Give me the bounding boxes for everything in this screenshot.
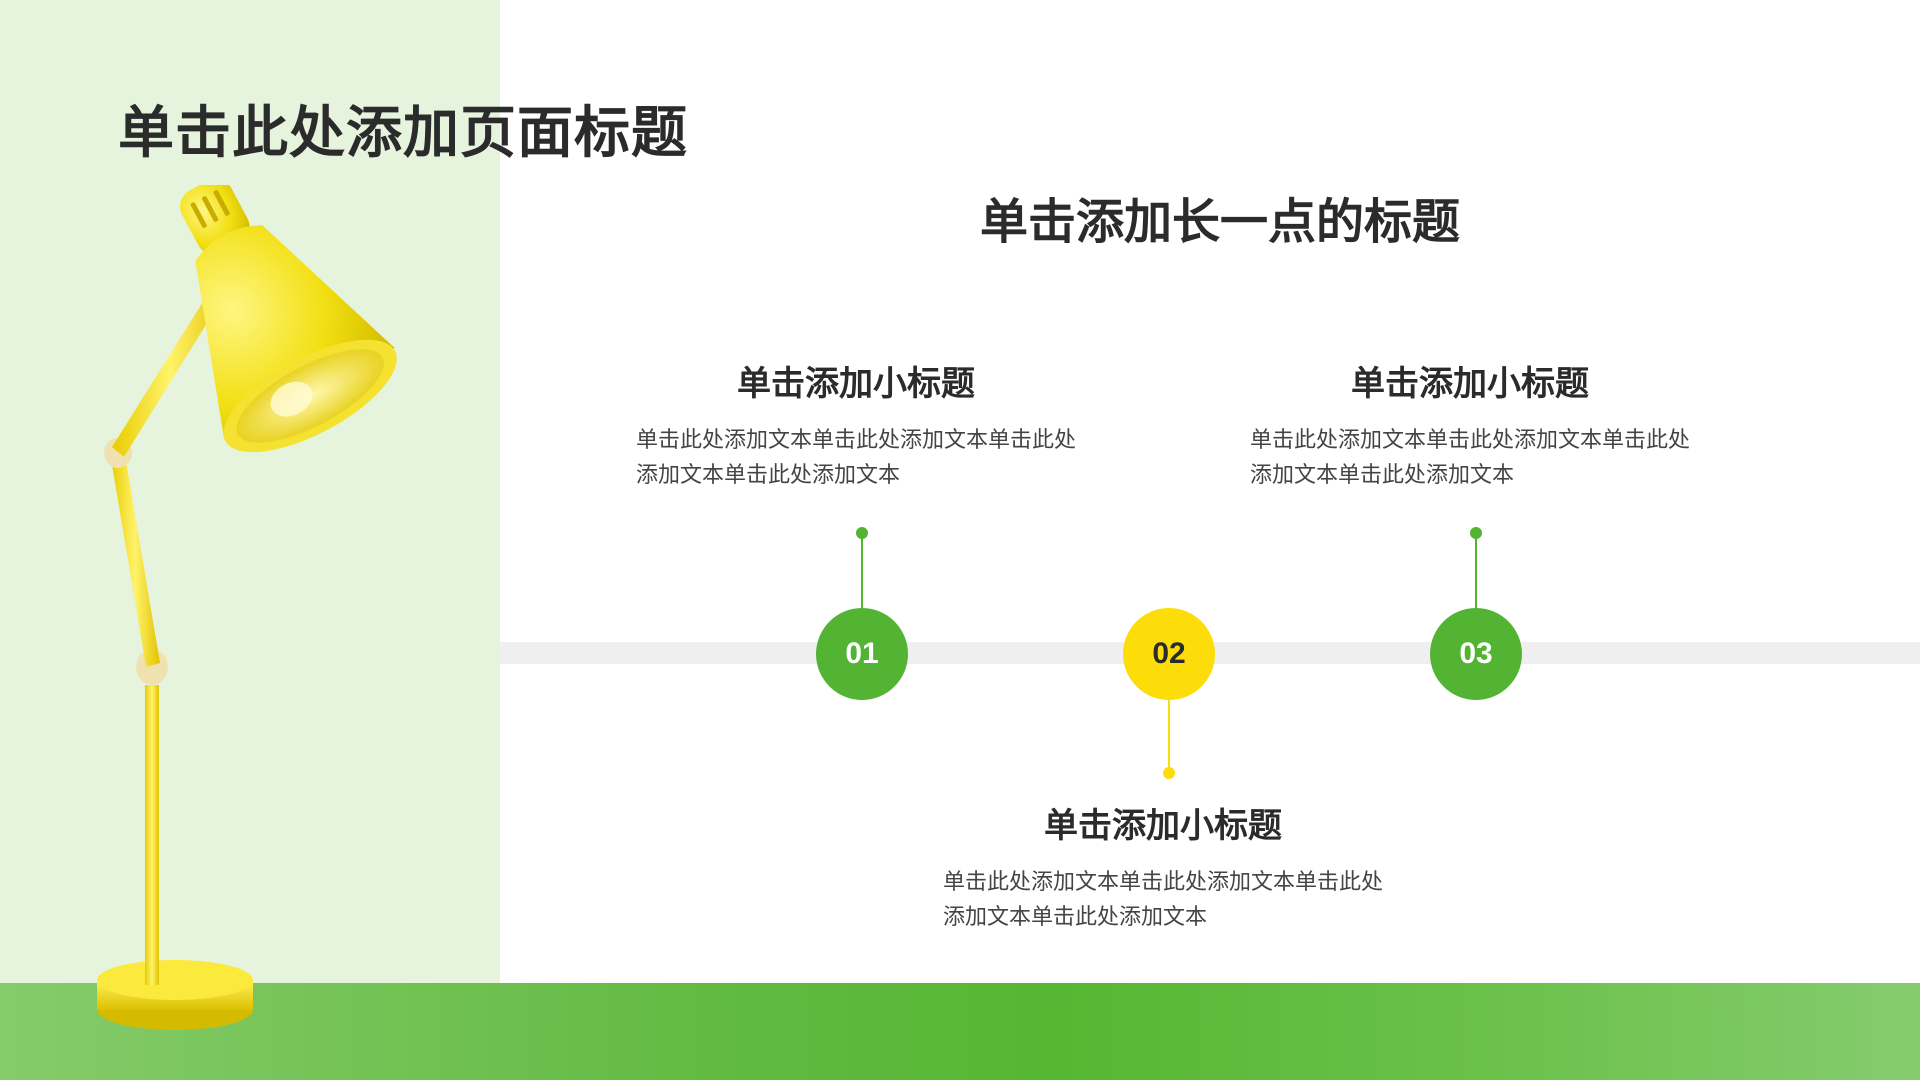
- timeline-item-1-text-block: 单击添加小标题 单击此处添加文本单击此处添加文本单击此处添加文本单击此处添加文本: [636, 356, 1076, 493]
- timeline-item-1-text[interactable]: 单击此处添加文本单击此处添加文本单击此处添加文本单击此处添加文本: [636, 423, 1076, 493]
- timeline-node-3[interactable]: 03: [1430, 608, 1522, 700]
- timeline-item-1-title[interactable]: 单击添加小标题: [636, 356, 1076, 405]
- timeline-item-2-dot: [1163, 767, 1175, 779]
- timeline-item-2-title[interactable]: 单击添加小标题: [943, 798, 1383, 847]
- desk-lamp-image: [90, 185, 420, 1035]
- timeline-node-1[interactable]: 01: [816, 608, 908, 700]
- timeline-item-3-text[interactable]: 单击此处添加文本单击此处添加文本单击此处添加文本单击此处添加文本: [1250, 423, 1690, 493]
- timeline-item-3-text-block: 单击添加小标题 单击此处添加文本单击此处添加文本单击此处添加文本单击此处添加文本: [1250, 356, 1690, 493]
- timeline-node-2[interactable]: 02: [1123, 608, 1215, 700]
- timeline-item-2-text-block: 单击添加小标题 单击此处添加文本单击此处添加文本单击此处添加文本单击此处添加文本: [943, 798, 1383, 935]
- timeline-item-3-connector: [1475, 533, 1477, 608]
- page-title[interactable]: 单击此处添加页面标题: [118, 88, 688, 169]
- timeline-item-2-connector: [1168, 700, 1170, 772]
- timeline-item-3-title[interactable]: 单击添加小标题: [1250, 356, 1690, 405]
- main-title[interactable]: 单击添加长一点的标题: [840, 182, 1600, 252]
- timeline-item-2-text[interactable]: 单击此处添加文本单击此处添加文本单击此处添加文本单击此处添加文本: [943, 865, 1383, 935]
- timeline-item-1-connector: [861, 533, 863, 608]
